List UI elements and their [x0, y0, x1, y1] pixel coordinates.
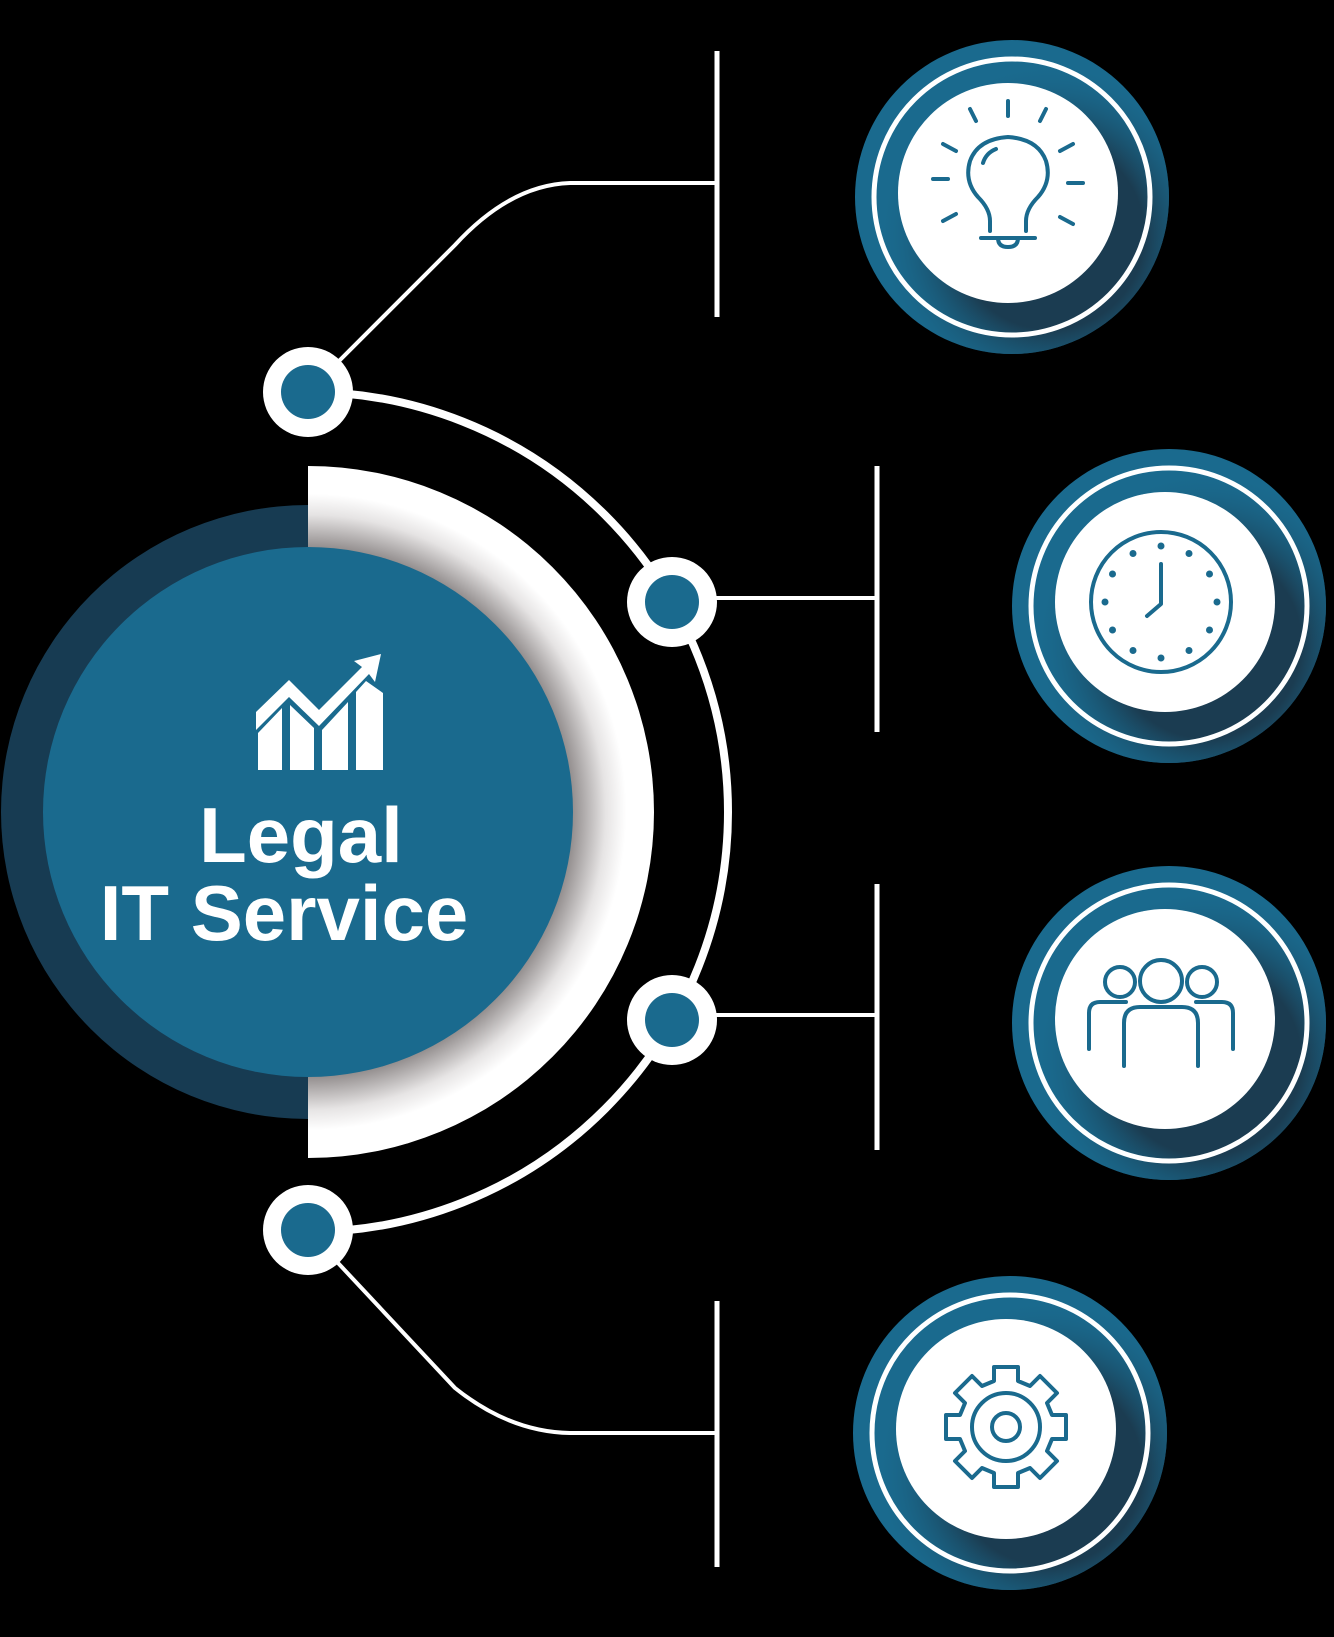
- lightbulb-icon: [931, 99, 1085, 249]
- badge-gear[interactable]: [853, 1276, 1167, 1590]
- node-4[interactable]: [263, 1185, 353, 1275]
- badge-team[interactable]: [1012, 866, 1326, 1180]
- central-hub: Legal IT Service: [1, 466, 654, 1158]
- connector-lines: [307, 51, 880, 1567]
- hub-title-line2: IT Service: [100, 869, 469, 957]
- gear-icon: [944, 1365, 1068, 1489]
- branch-4-line: [322, 1246, 717, 1435]
- badge-lightbulb[interactable]: [855, 40, 1169, 354]
- hub-teal-disc: [43, 547, 573, 1077]
- clock-icon: [1089, 530, 1233, 674]
- team-people-icon: [1087, 958, 1235, 1068]
- badge-clock[interactable]: [1012, 449, 1326, 763]
- growth-chart-icon: [256, 654, 383, 770]
- branch-1-line: [322, 181, 717, 378]
- main-arc: [307, 388, 732, 1236]
- node-2[interactable]: [627, 557, 717, 647]
- node-3[interactable]: [627, 975, 717, 1065]
- node-1[interactable]: [263, 347, 353, 437]
- hub-title-line1: Legal: [199, 791, 403, 879]
